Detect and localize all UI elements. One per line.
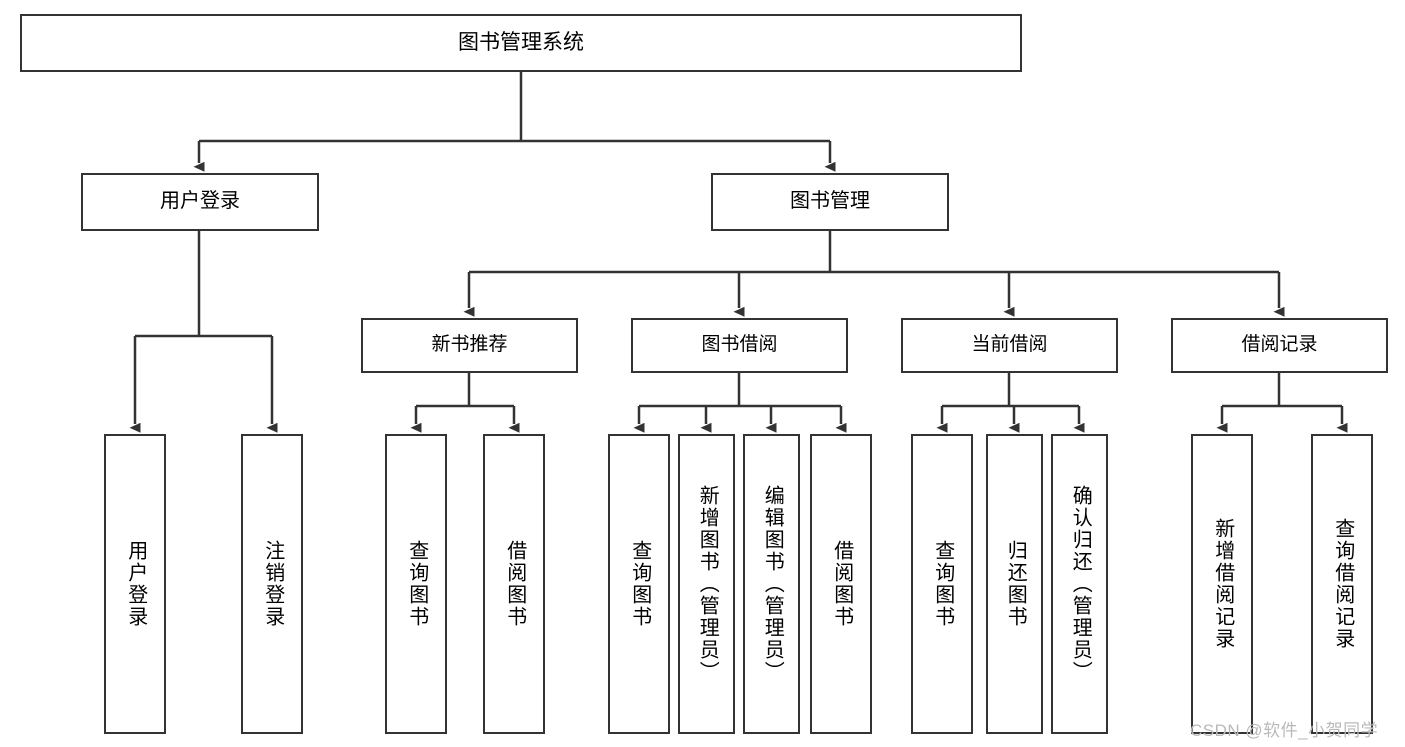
node-new-book-recommend-label: 新书推荐	[431, 334, 508, 356]
node-new-book-recommend[interactable]: 新书推荐	[361, 318, 578, 373]
node-root[interactable]: 图书管理系统	[20, 14, 1022, 72]
node-user-login-label: 用户登录	[160, 190, 240, 213]
node-leaf-query-record[interactable]: 查询借阅记录	[1311, 434, 1373, 734]
node-leaf-borrow-book-1[interactable]: 借阅图书	[483, 434, 545, 734]
node-book-manage[interactable]: 图书管理	[711, 173, 949, 231]
node-leaf-confirm-return-label: 确认归还（管理员）	[1069, 485, 1092, 683]
node-book-manage-label: 图书管理	[790, 190, 870, 213]
node-book-borrow[interactable]: 图书借阅	[631, 318, 848, 373]
node-leaf-query-book-1-label: 查询图书	[405, 540, 428, 628]
node-leaf-user-login-label: 用户登录	[124, 540, 147, 628]
node-leaf-query-book-3-label: 查询图书	[931, 540, 954, 628]
node-leaf-return-book[interactable]: 归还图书	[986, 434, 1043, 734]
csdn-watermark: CSDN @软件_小贺同学	[1190, 721, 1379, 740]
node-leaf-borrow-book-1-label: 借阅图书	[503, 540, 526, 628]
node-leaf-add-record[interactable]: 新增借阅记录	[1191, 434, 1253, 734]
node-borrow-record[interactable]: 借阅记录	[1171, 318, 1388, 373]
node-leaf-add-book-label: 新增图书（管理员）	[696, 485, 719, 683]
node-root-label: 图书管理系统	[458, 30, 584, 54]
node-leaf-query-book-2[interactable]: 查询图书	[608, 434, 670, 734]
node-leaf-add-book[interactable]: 新增图书（管理员）	[678, 434, 735, 734]
node-leaf-user-logout[interactable]: 注销登录	[241, 434, 303, 734]
node-leaf-query-book-2-label: 查询图书	[628, 540, 651, 628]
node-user-login[interactable]: 用户登录	[81, 173, 319, 231]
node-leaf-confirm-return[interactable]: 确认归还（管理员）	[1051, 434, 1108, 734]
node-leaf-borrow-book-2-label: 借阅图书	[830, 540, 853, 628]
node-leaf-edit-book[interactable]: 编辑图书（管理员）	[743, 434, 800, 734]
node-leaf-borrow-book-2[interactable]: 借阅图书	[810, 434, 872, 734]
node-leaf-return-book-label: 归还图书	[1004, 540, 1027, 628]
node-current-borrow[interactable]: 当前借阅	[901, 318, 1118, 373]
node-leaf-user-login[interactable]: 用户登录	[104, 434, 166, 734]
node-leaf-query-record-label: 查询借阅记录	[1331, 518, 1354, 650]
node-leaf-add-record-label: 新增借阅记录	[1211, 518, 1234, 650]
node-current-borrow-label: 当前借阅	[971, 334, 1048, 356]
node-leaf-user-logout-label: 注销登录	[261, 540, 284, 628]
node-leaf-query-book-3[interactable]: 查询图书	[911, 434, 973, 734]
node-leaf-query-book-1[interactable]: 查询图书	[385, 434, 447, 734]
node-borrow-record-label: 借阅记录	[1241, 334, 1318, 356]
node-leaf-edit-book-label: 编辑图书（管理员）	[761, 485, 784, 683]
node-book-borrow-label: 图书借阅	[701, 334, 778, 356]
